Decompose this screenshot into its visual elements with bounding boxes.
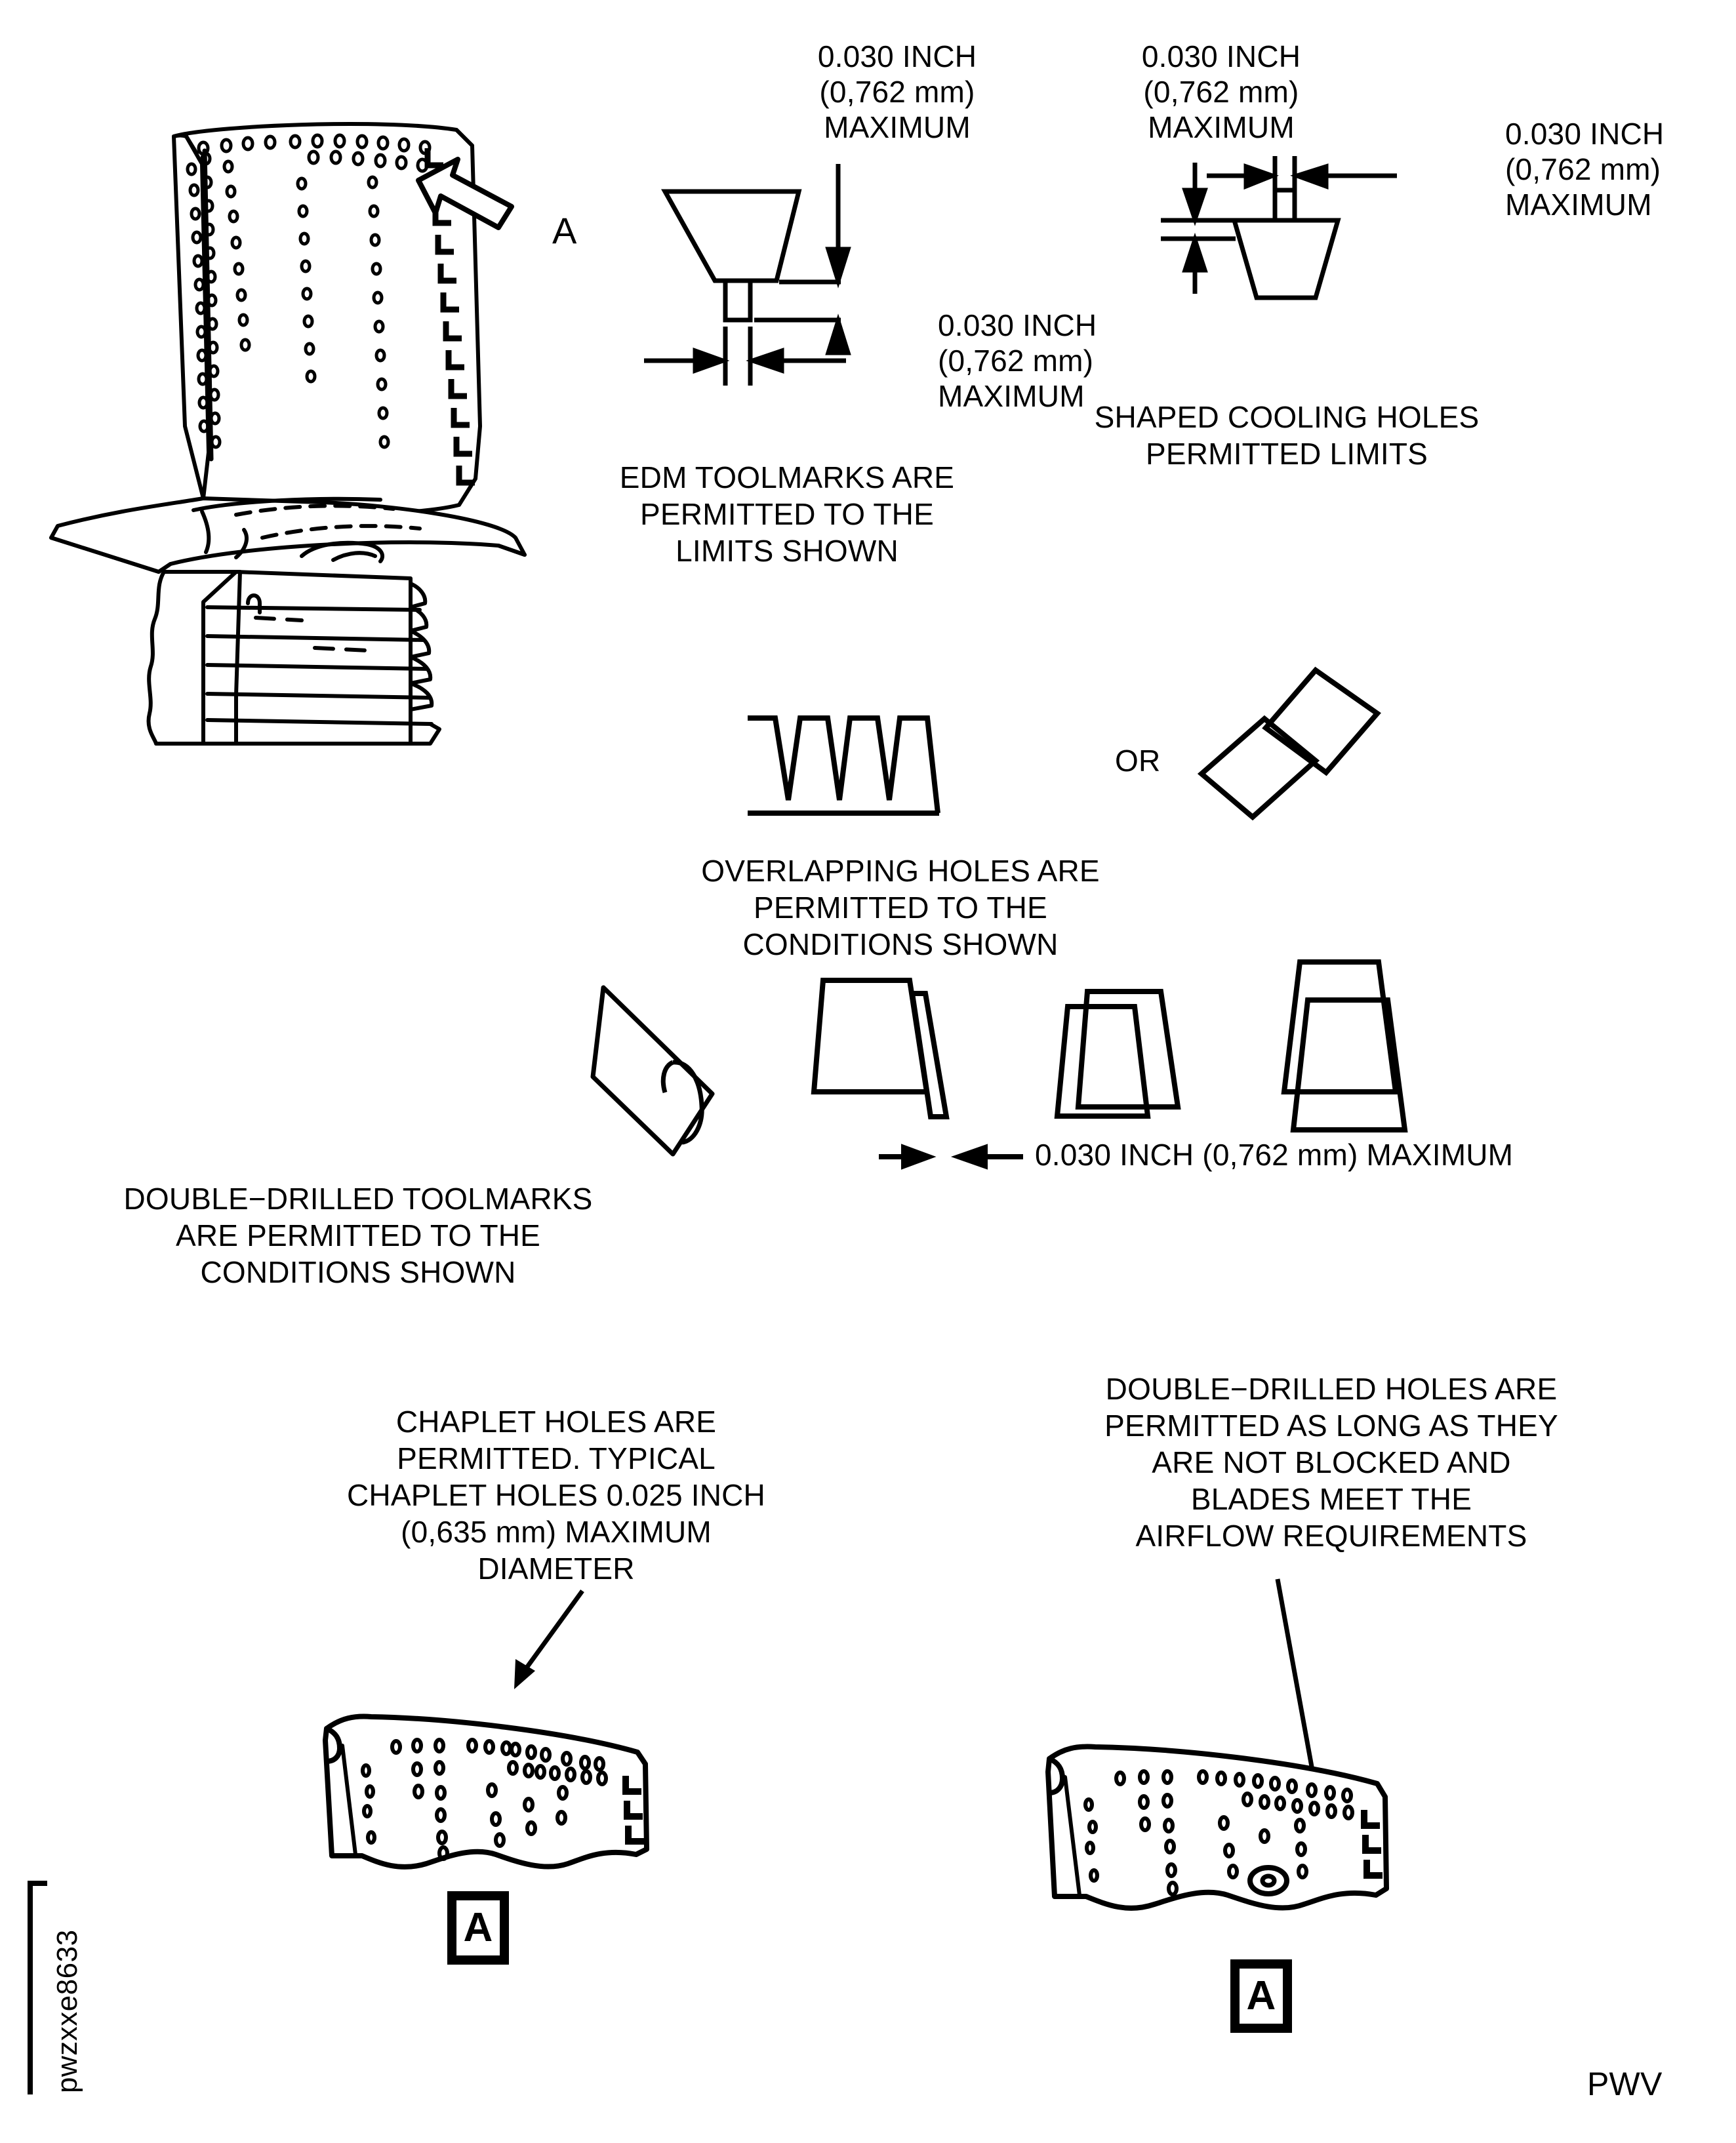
double-drilled-shape-offset — [810, 967, 1026, 1203]
edm-toolmarks-note-line3: LIMITS SHOWN — [676, 534, 898, 568]
detail-label-box-left: A — [447, 1891, 509, 1965]
double-drilled-offset-dimension-arrows — [872, 1108, 1108, 1193]
detail-view-a-right — [1036, 1731, 1430, 1941]
detail-label-right-letter: A — [1246, 1973, 1276, 2018]
shaped-vertical-dimension-line3: MAXIMUM — [1148, 110, 1295, 144]
chaplet-holes-note-line4: (0,635 mm) MAXIMUM — [401, 1515, 712, 1549]
edm-width-dimension-line3: MAXIMUM — [938, 379, 1085, 413]
edm-width-dimension-line2: (0,762 mm) — [938, 344, 1094, 378]
figure-id: pwzxxe8633 — [51, 1929, 83, 2093]
chaplet-holes-note-line1: CHAPLET HOLES ARE — [395, 1405, 717, 1439]
double-drilled-toolmarks-note-line2: ARE PERMITTED TO THE — [175, 1218, 541, 1252]
overlapping-holes-plan-diagram — [1187, 662, 1397, 833]
detail-label-box-right: A — [1230, 1959, 1292, 2033]
footer-code: PWV — [1587, 2066, 1663, 2102]
double-drilled-shape-nested — [1279, 954, 1463, 1177]
shaped-cooling-holes-note-line1: SHAPED COOLING HOLES — [1094, 400, 1480, 434]
chaplet-holes-note-line5: DIAMETER — [477, 1552, 635, 1586]
double-drilled-holes-note-line1: DOUBLE−DRILLED HOLES ARE — [1105, 1372, 1558, 1406]
overlapping-holes-note-line3: CONDITIONS SHOWN — [742, 927, 1059, 961]
overlapping-holes-profile-diagram — [735, 656, 1102, 826]
double-drilled-toolmarks-note-line1: DOUBLE−DRILLED TOOLMARKS — [123, 1182, 593, 1216]
shaped-horizontal-dimension-line3: MAXIMUM — [1505, 188, 1652, 222]
chaplet-holes-leader-line — [485, 1586, 597, 1704]
shaped-vertical-dimension-line1: 0.030 INCH — [1141, 39, 1301, 73]
edm-depth-dimension-line2: (0,762 mm) — [819, 75, 975, 109]
overlapping-holes-note-line1: OVERLAPPING HOLES ARE — [701, 854, 1100, 888]
or-label: OR — [1115, 744, 1161, 778]
edm-depth-dimension-line1: 0.030 INCH — [817, 39, 977, 73]
shaped-horizontal-dimension-line2: (0,762 mm) — [1505, 152, 1661, 186]
shaped-cooling-hole-diagram — [1135, 125, 1659, 387]
double-drilled-toolmarks-note-line3: CONDITIONS SHOWN — [200, 1255, 516, 1289]
view-direction-arrow-a — [407, 141, 616, 298]
shaped-horizontal-dimension-line1: 0.030 INCH — [1505, 117, 1665, 151]
edm-width-dimension-line1: 0.030 INCH — [938, 308, 1097, 342]
overlapping-holes-note-line2: PERMITTED TO THE — [754, 891, 1047, 925]
edm-depth-dimension-line3: MAXIMUM — [824, 110, 971, 144]
detail-view-a-left — [315, 1698, 682, 1895]
figure-id-corner-bracket — [25, 1881, 51, 2097]
chaplet-holes-note-line3: CHAPLET HOLES 0.025 INCH — [347, 1478, 765, 1512]
double-drilled-offset-dimension-label: 0.030 INCH (0,762 mm) MAXIMUM — [1035, 1138, 1514, 1172]
view-arrow-label-a: A — [552, 210, 577, 251]
double-drilled-holes-note-line3: ARE NOT BLOCKED AND — [1152, 1445, 1511, 1479]
edm-toolmarks-note-line2: PERMITTED TO THE — [640, 497, 934, 531]
shaped-cooling-holes-note-line2: PERMITTED LIMITS — [1145, 437, 1428, 471]
shaped-vertical-dimension-line2: (0,762 mm) — [1143, 75, 1299, 109]
chaplet-holes-note-line2: PERMITTED. TYPICAL — [397, 1441, 716, 1475]
double-drilled-shape-slight-offset — [1049, 977, 1233, 1174]
edm-toolmark-section-diagram — [630, 157, 1167, 433]
detail-label-left-letter: A — [463, 1905, 493, 1950]
double-drilled-holes-note-line4: BLADES MEET THE — [1190, 1482, 1472, 1516]
turbine-blade-illustration — [39, 85, 616, 748]
edm-toolmarks-note-line1: EDM TOOLMARKS ARE — [619, 460, 955, 494]
double-drilled-shape-oblique — [590, 971, 761, 1167]
double-drilled-holes-note-line5: AIRFLOW REQUIREMENTS — [1135, 1519, 1527, 1553]
double-drilled-holes-note-line2: PERMITTED AS LONG AS THEY — [1104, 1409, 1558, 1443]
